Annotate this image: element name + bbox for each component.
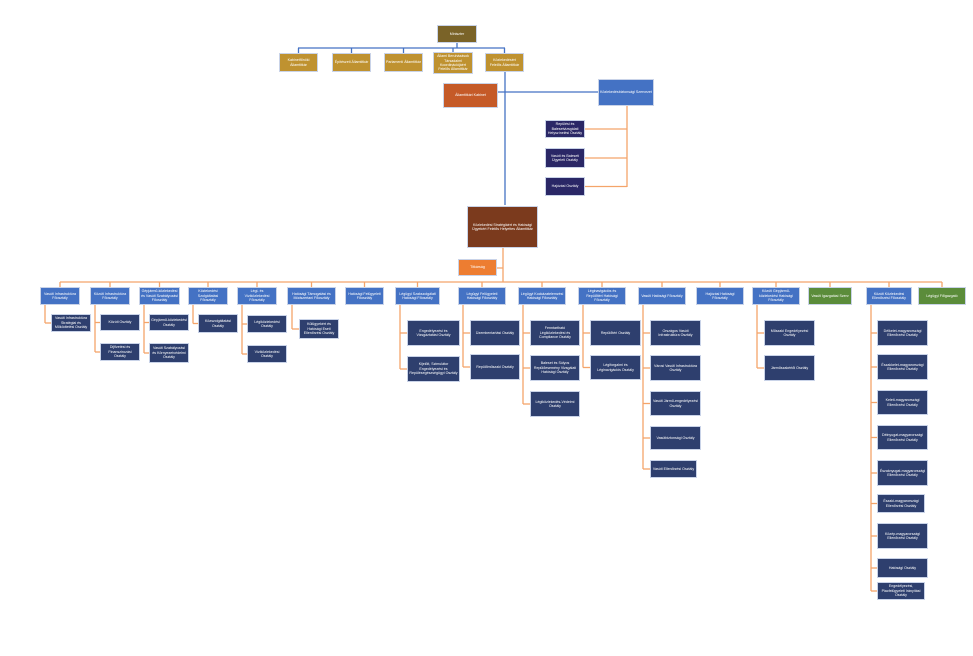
office-box: Északi-magyarországi Ellenőrzési Osztály: [877, 494, 925, 513]
department-box: Gépjármű-közlekedési és Vasúti Szabályoz…: [139, 287, 180, 305]
office-box: Légiforgalmi és Léginavigációs Osztály: [590, 355, 641, 380]
office-box: Gépjármű-közlekedési Osztály: [149, 314, 189, 331]
department-box: Légügyi Kockázatelemzési Hatósági Főoszt…: [518, 287, 566, 305]
office-box: Légiközlekedés-Védelmi Osztály: [530, 391, 580, 417]
office-box: Repülőtéri Osztály: [590, 320, 641, 346]
office-box: Hatósági Osztály: [877, 558, 928, 578]
department-box: Hatósági Felügyeleti Főosztály: [345, 287, 384, 305]
office-box: Műszaki Engedélyezési Osztály: [764, 320, 815, 346]
department-box: Közúti Közlekedési Ellenőrzési Főosztály: [866, 287, 912, 305]
office-box: Külügyekért és Hatósági Eseti Ellenőrzés…: [299, 319, 339, 339]
office-box: Kijelölt, Szimulátor Engedélyezési és Re…: [407, 356, 460, 382]
office-box: Víziközlekedési Osztály: [247, 345, 287, 363]
department-box: Vasúti Igazgatási Szerv: [808, 287, 852, 305]
department-box: Légügyi Felügyeleti Hatósági Főosztály: [458, 287, 506, 305]
department-box: Légi- és Víziközlekedési Főosztály: [237, 287, 277, 305]
office-box: Városi Vasúti Infrastruktúra Osztály: [650, 355, 701, 381]
office-box: Vasúti Ellenőrzési Osztály: [650, 460, 697, 478]
office-box: Fenntartható Légiközlekedési és Complian…: [530, 320, 580, 346]
office-box: Légiközlekedési Osztály: [247, 315, 287, 333]
office-box: Keleti-magyarországi Ellenőrzési Osztály: [877, 390, 928, 415]
office-box: Járműszakértői Osztály: [764, 355, 815, 381]
office-box: Északnyugat-magyarországi Ellenőrzési Os…: [877, 460, 928, 486]
office-box: Északkelet-magyarországi Ellenőrzési Osz…: [877, 354, 928, 380]
department-box: Közúti Gépjármű-közlekedési Hatósági Főo…: [752, 287, 800, 305]
department-box: Vasúti Infrastruktúra Főosztály: [40, 287, 80, 305]
department-box: Közúti Infrastruktúra Főosztály: [90, 287, 130, 305]
department-box: Hajózási Hatósági Főosztály: [696, 287, 744, 305]
department-box: Vasúti Hatósági Főosztály: [638, 287, 686, 305]
office-box: Délnyugat-magyarországi Ellenőrzési Oszt…: [877, 425, 928, 450]
department-box: Légügyi Főigazgató: [918, 287, 966, 305]
office-box: Délkelet-magyarországi Ellenőrzési Osztá…: [877, 320, 928, 346]
minister-box: Miniszter: [437, 25, 477, 43]
office-box: Repülőműszaki Osztály: [470, 354, 520, 380]
deputy-connector: [497, 248, 504, 282]
deputy-state-secretary-box: Közlekedési Stratégiáért és Hatósági Ügy…: [467, 206, 538, 248]
office-box: Díjfizetési és Finanszírozási Osztály: [100, 343, 140, 361]
safety-org-box: Közlekedésbiztonsági Szervezet: [598, 79, 654, 106]
safety-office-box: Vasúti és Baleseti Ügyeleti Osztály: [545, 148, 585, 168]
secretariat-box: Titkárság: [458, 259, 497, 276]
safety-office-box: Hajózási Osztály: [545, 177, 585, 196]
office-box: Vasúti Szabályozási és Környezetvédelmi …: [149, 343, 189, 363]
state-secretary-box: Építészeti Államtitkár: [332, 53, 371, 72]
state-secretary-box: Kabinetfőnöki Államtitkár: [279, 53, 318, 72]
office-box: Üzembentartási Osztály: [470, 320, 520, 346]
office-box: Vasúti Jármű-engedélyezési Osztály: [650, 391, 701, 416]
office-box: Közép-magyarországi Ellenőrzési Osztály: [877, 523, 928, 549]
minister-connector: [298, 43, 505, 49]
office-box: Baleset és Súlyos Repülőesemény Vizsgála…: [530, 355, 580, 381]
safety-office-box: Repülési és Balesetvizsgálati Helyszínel…: [545, 120, 585, 138]
state-secretary-box: Parlamenti Államtitkár: [384, 53, 423, 72]
office-box: Közszolgáltatási Osztály: [198, 314, 238, 333]
state-secretary-box: Közlekedésért Felelős Államtitkár: [485, 53, 524, 72]
office-box: Országos Vasúti Infrastruktúra Osztály: [650, 320, 701, 346]
office-box: Engedélyezési, Piacfelügyeleti Irányítás…: [877, 582, 925, 600]
department-box: Közlekedési Szolgáltatási Főosztály: [188, 287, 228, 305]
cabinet-box: Államtitkári Kabinet: [443, 83, 498, 108]
office-box: Vasúti Infrastruktúra Stratégiai és Műkö…: [51, 314, 91, 332]
department-box: Léginavigációs és Repülőtéri Hatósági Fő…: [578, 287, 626, 305]
state-secretary-box: Állami Beruházások Társadalmi Koordináci…: [433, 52, 473, 74]
department-box: Légügyi Szakszolgálati Hatósági Főosztál…: [395, 287, 440, 305]
office-box: Engedélyezési és Vizsgáztatási Osztály: [407, 320, 460, 346]
office-box: Vasútbiztonsági Osztály: [650, 426, 701, 450]
department-box: Hatósági Támogatási és Módszertani Főosz…: [287, 287, 336, 305]
office-box: Közúti Osztály: [100, 314, 140, 331]
